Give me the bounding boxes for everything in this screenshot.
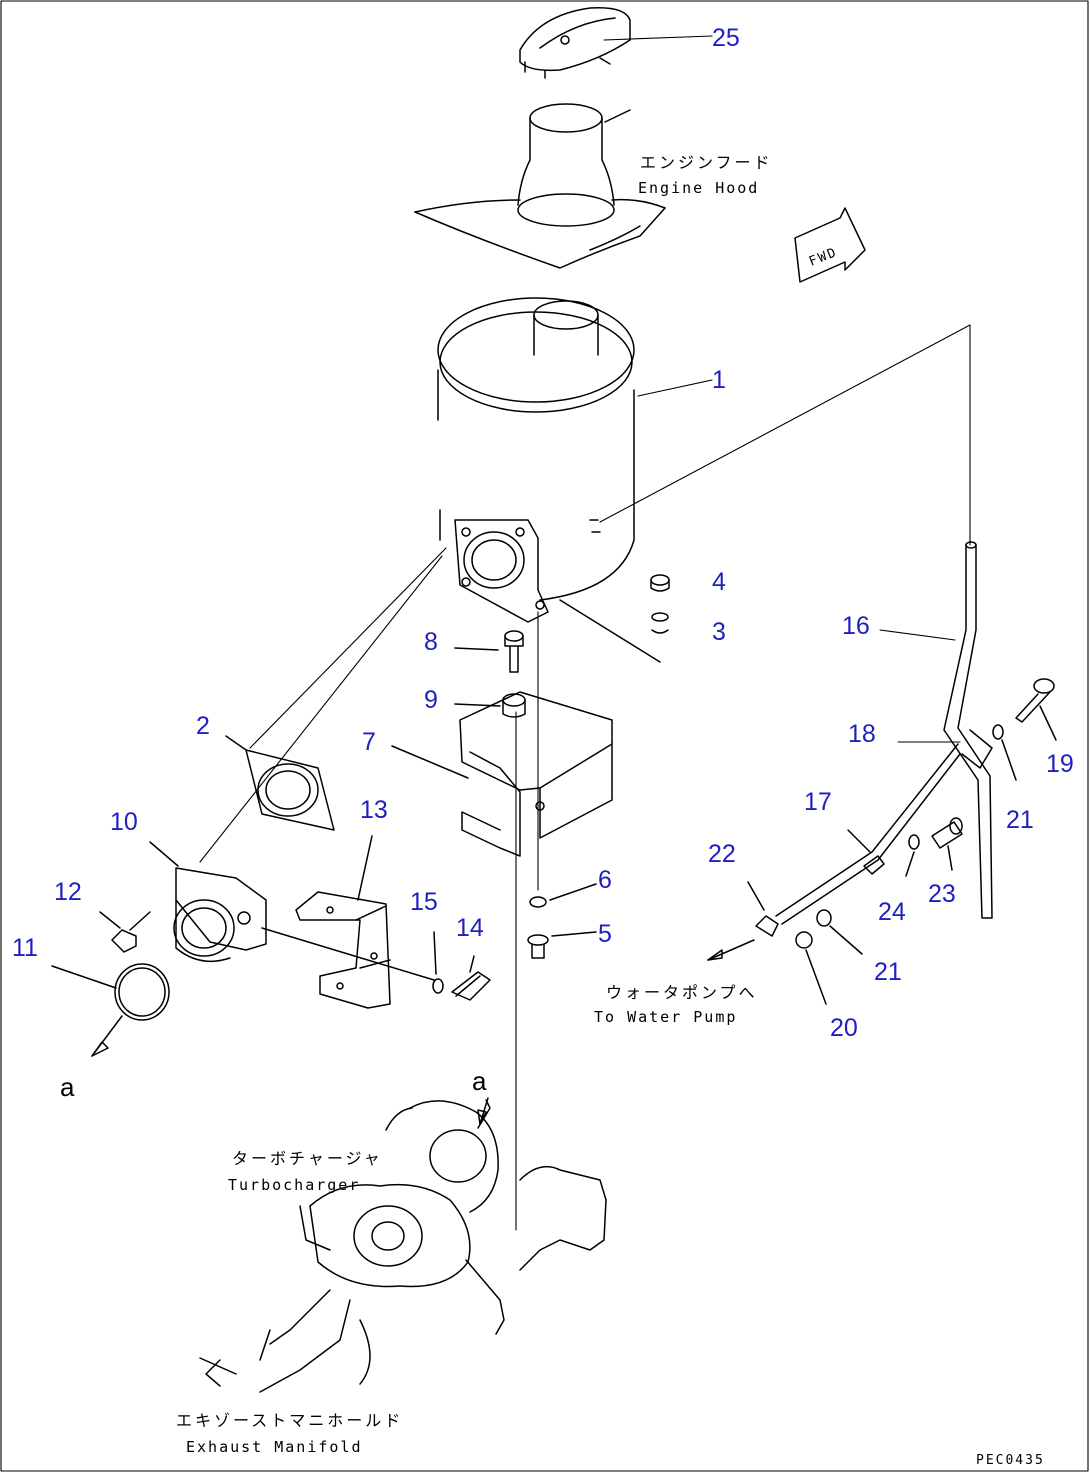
water-hose [775, 743, 961, 925]
washer-24 [905, 834, 920, 877]
elbow-bolt [99, 911, 151, 953]
exhaust-jp: エキゾーストマニホールド [176, 1411, 403, 1430]
callout-5: 5 [598, 920, 612, 948]
leader-lines [199, 35, 971, 1231]
callout-14: 14 [456, 914, 484, 942]
bracket [391, 691, 613, 857]
callout-21-upper: 21 [1006, 806, 1034, 834]
clamp-bolt [1015, 678, 1057, 741]
callout-18: 18 [848, 720, 876, 748]
water-pump-jp: ウォータポンプへ [606, 983, 758, 1002]
air-cleaner [437, 297, 661, 663]
callout-3: 3 [712, 618, 726, 646]
callout-25: 25 [712, 24, 740, 52]
callout-21-lower: 21 [874, 958, 902, 986]
water-pipe [943, 541, 993, 919]
callout-6: 6 [598, 866, 612, 894]
callout-23: 23 [928, 880, 956, 908]
engine-hood-en: Engine Hood [638, 179, 759, 197]
exhaust-en: Exhaust Manifold [186, 1438, 363, 1456]
callout-2: 2 [196, 712, 210, 740]
plug-20 [795, 931, 827, 1005]
callout-24: 24 [878, 898, 906, 926]
callout-20: 20 [830, 1014, 858, 1042]
washer-21-lower [816, 909, 863, 955]
washer-15 [432, 931, 444, 994]
callout-19: 19 [1046, 750, 1074, 778]
engine-hood-jp: エンジンフード [640, 153, 773, 172]
hose-joint [863, 855, 885, 875]
clamp-washer [992, 724, 1017, 781]
support-bracket [261, 835, 435, 1009]
callout-11: 11 [12, 934, 38, 962]
callout-15: 15 [410, 888, 438, 916]
callout-17: 17 [804, 788, 832, 816]
hose-clamp [51, 963, 170, 1057]
callout-1: 1 [712, 366, 726, 394]
callout-labels: 25 1 4 3 8 9 7 2 10 13 12 11 15 14 6 5 1… [12, 24, 1074, 1042]
caption-labels: エンジンフード Engine Hood FWD ウォータポンプへ To Wate… [60, 153, 1045, 1468]
callout-10: 10 [110, 808, 138, 836]
bolt-14 [451, 955, 491, 1001]
pipe-clamp [961, 729, 993, 769]
elbow [149, 841, 267, 963]
callout-22: 22 [708, 840, 736, 868]
hose-connector [747, 881, 779, 937]
engine-hood [414, 103, 666, 269]
callout-4: 4 [712, 568, 726, 596]
lock-washer [529, 883, 597, 908]
rain-cap [519, 7, 631, 79]
callout-12: 12 [54, 878, 82, 906]
lower-bolt [527, 931, 597, 959]
bolt [454, 630, 524, 673]
nut [650, 574, 670, 592]
ref-a-arrow-right [477, 1097, 489, 1125]
callout-8: 8 [424, 628, 438, 656]
callout-7: 7 [362, 728, 376, 756]
callout-13: 13 [360, 796, 388, 824]
callout-9: 9 [424, 686, 438, 714]
exhaust-manifold [199, 1165, 607, 1393]
bolt-23 [931, 817, 963, 871]
fwd-arrow-icon [794, 207, 866, 283]
ref-a-left: a [60, 1072, 75, 1102]
gasket [225, 735, 335, 831]
to-water-pump-arrow [707, 939, 755, 961]
callout-16: 16 [842, 612, 870, 640]
turbo-en: Turbocharger [228, 1176, 360, 1194]
turbo-jp: ターボチャージャ [232, 1149, 383, 1168]
ref-a-right: a [472, 1066, 487, 1096]
washer [651, 612, 669, 634]
drawing-code: PEC0435 [976, 1453, 1045, 1468]
water-pump-en: To Water Pump [594, 1008, 737, 1026]
